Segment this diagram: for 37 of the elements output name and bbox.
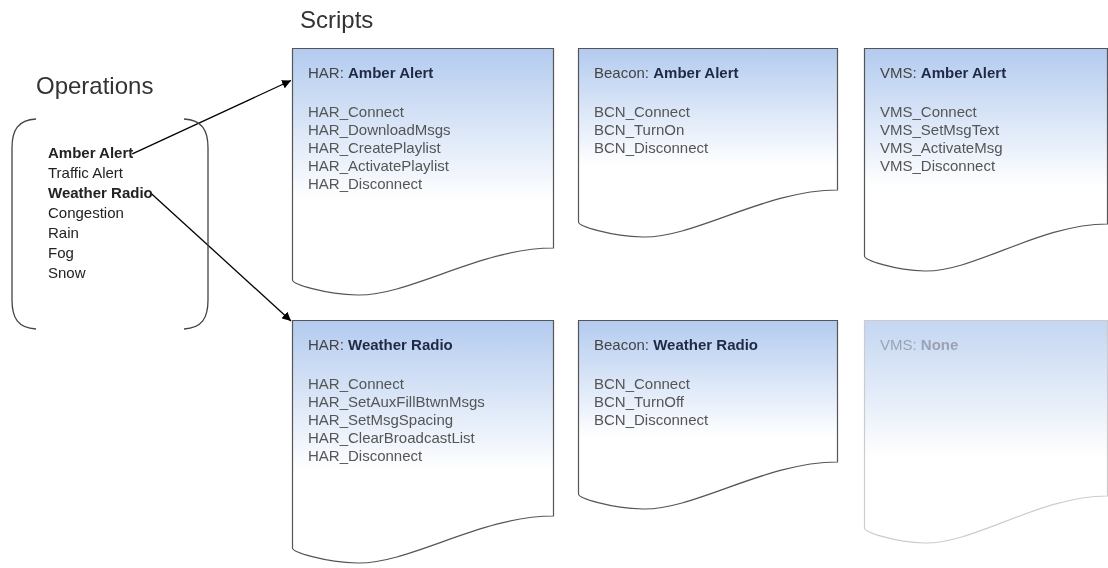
- script-step: VMS_ActivateMsg: [880, 139, 1003, 157]
- script-step: HAR_Connect: [308, 103, 404, 121]
- script-step: HAR_Disconnect: [308, 175, 423, 193]
- operation-item: Congestion: [48, 204, 124, 222]
- script-title: Beacon: Amber Alert: [594, 64, 739, 81]
- operation-item: Fog: [48, 244, 74, 262]
- script-step: BCN_Connect: [594, 375, 690, 393]
- column-heading: Scripts: [300, 6, 374, 34]
- script-step: BCN_TurnOn: [594, 121, 685, 139]
- script-title: HAR: Weather Radio: [308, 336, 453, 353]
- script-step: BCN_Connect: [594, 103, 690, 121]
- script-step: VMS_Connect: [880, 103, 977, 121]
- script-title: Beacon: Weather Radio: [594, 336, 758, 353]
- script-step: HAR_DownloadMsgs: [308, 121, 451, 139]
- operation-item: Amber Alert: [48, 144, 134, 162]
- script-step: BCN_Disconnect: [594, 411, 709, 429]
- script-step: BCN_Disconnect: [594, 139, 709, 157]
- script-step: HAR_SetMsgSpacing: [308, 411, 454, 429]
- script-title: VMS: Amber Alert: [880, 64, 1007, 81]
- arrow: [131, 79, 292, 155]
- script-step: HAR_CreatePlaylist: [308, 139, 441, 157]
- arrow: [151, 193, 292, 322]
- script-step: HAR_ActivatePlaylist: [308, 157, 449, 175]
- script-step: HAR_ClearBroadcastList: [308, 429, 475, 447]
- script-step: HAR_Connect: [308, 375, 404, 393]
- script-step: HAR_SetAuxFillBtwnMsgs: [308, 393, 485, 411]
- script-step: VMS_SetMsgText: [880, 121, 1000, 139]
- script-title: VMS: None: [880, 336, 959, 353]
- operation-item: Weather Radio: [48, 184, 153, 202]
- operation-item: Snow: [48, 264, 86, 282]
- script-step: BCN_TurnOff: [594, 393, 685, 411]
- group-heading: Operations: [36, 72, 154, 100]
- operation-item: Traffic Alert: [48, 164, 124, 182]
- operation-item: Rain: [48, 224, 79, 242]
- script-step: HAR_Disconnect: [308, 447, 423, 465]
- script-title: HAR: Amber Alert: [308, 64, 434, 81]
- script-step: VMS_Disconnect: [880, 157, 996, 175]
